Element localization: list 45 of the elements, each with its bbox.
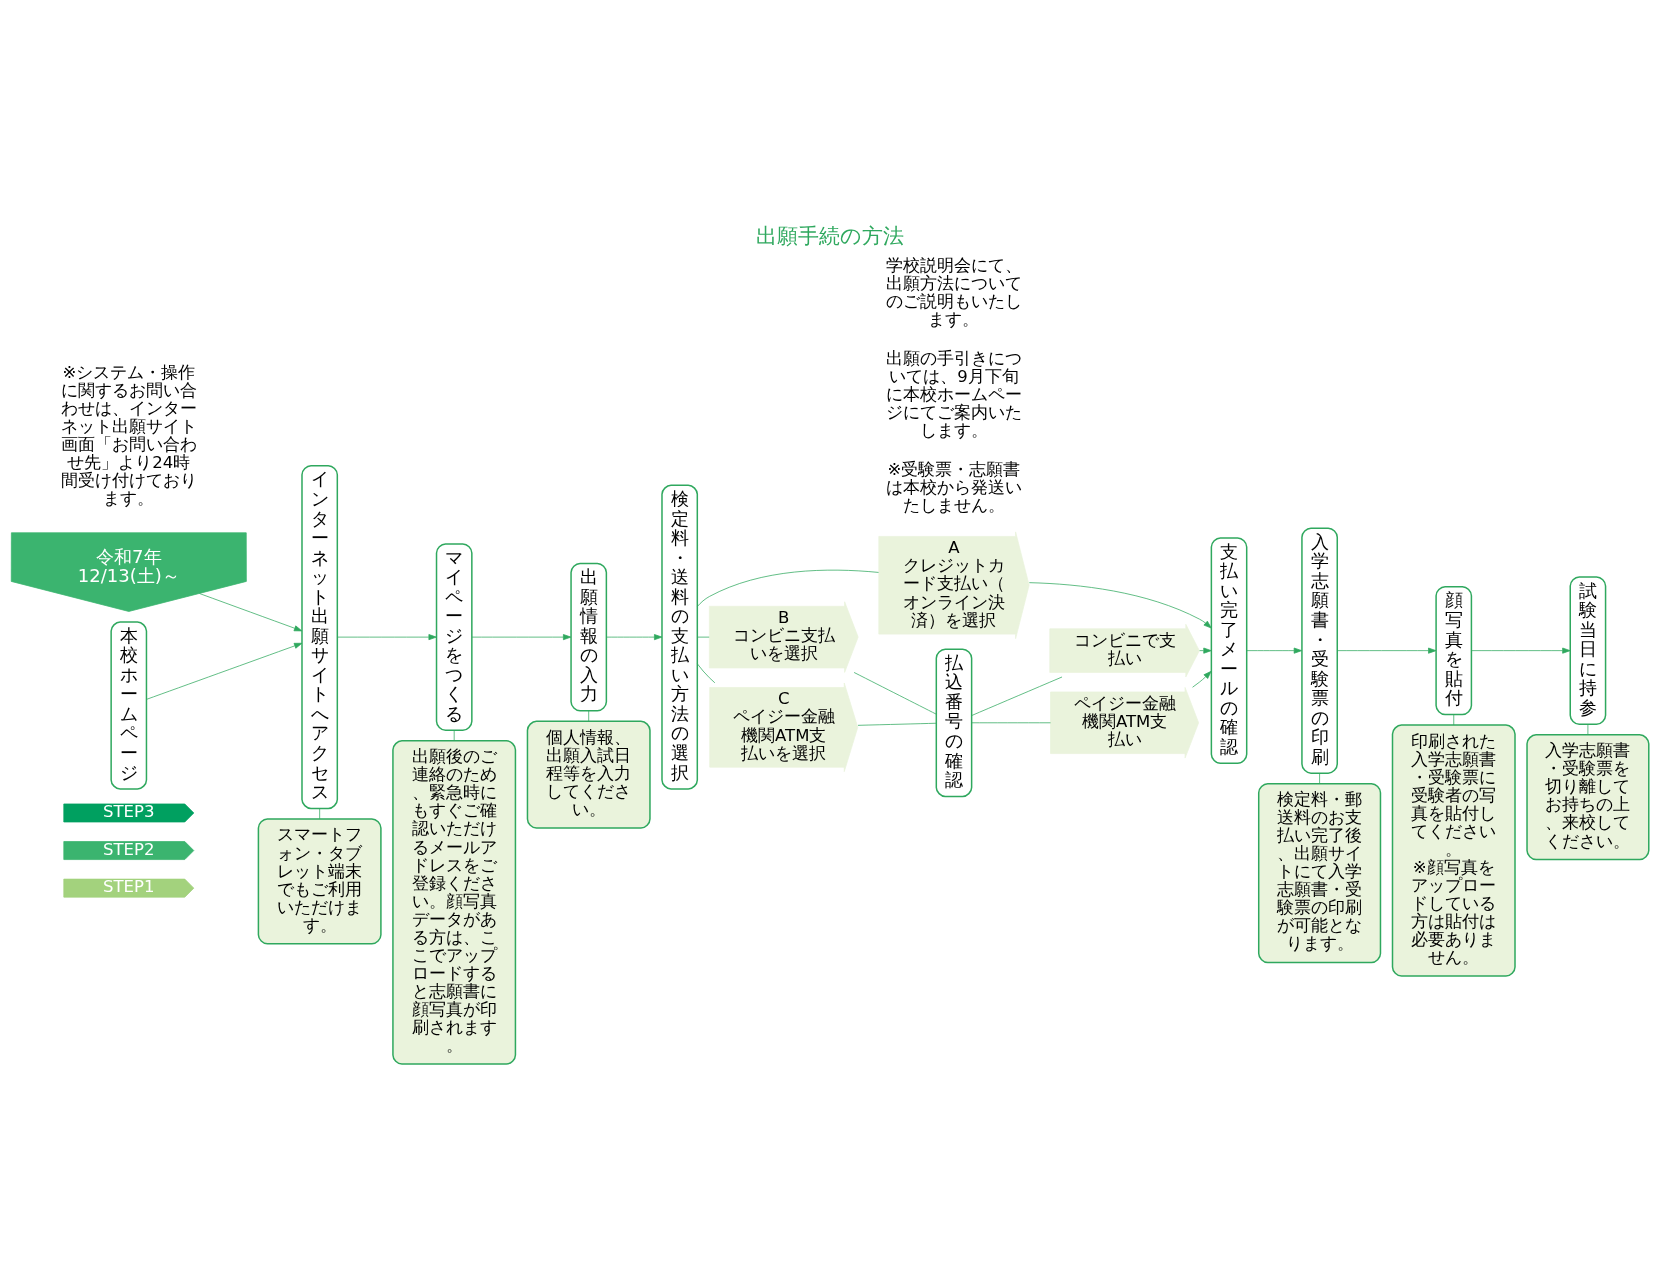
arrow xyxy=(471,633,572,640)
connector xyxy=(853,671,937,715)
node-box: 出願情報の入力 xyxy=(570,562,608,711)
connector xyxy=(1453,713,1455,725)
arrow xyxy=(1199,647,1212,654)
connector xyxy=(1319,772,1320,784)
node-box: 試験当日に持参 xyxy=(1569,575,1607,725)
connector xyxy=(697,569,879,607)
arrow xyxy=(1028,581,1212,628)
node-box: 入学志願書・受験票を切り離してお持ちの上、来校してください。 xyxy=(1526,733,1650,860)
connector xyxy=(971,676,1063,716)
node-box: 入学志願書・受験票の印刷 xyxy=(1301,526,1338,774)
connector xyxy=(588,710,590,722)
label: 出願の手引きについては、9月下旬に本校ホームページにてご案内いたします。 xyxy=(885,348,1022,440)
arrow xyxy=(1337,647,1437,654)
arrow xyxy=(146,642,303,700)
connector xyxy=(453,729,455,741)
label: ※受験票・志願書は本校から発送いたしません。 xyxy=(885,459,1022,515)
arrow xyxy=(606,633,663,640)
node-box: 本校ホームページ xyxy=(110,620,148,790)
connector xyxy=(696,662,716,683)
diagram-title: 出願手続の方法 xyxy=(756,222,904,248)
node-box: インターネット出願サイトへアクセス xyxy=(301,464,339,809)
node-box: 支払い完了メールの確認 xyxy=(1210,536,1248,764)
node-box: 検定料・郵送料のお支払い完了後、出願サイトにて入学志願書・受験票の印刷が可能となります。 xyxy=(1257,782,1382,963)
node-box: スマートフォン・タブレット端末でもご利用いただけます。 xyxy=(257,817,382,944)
node-box: 顔写真を貼付 xyxy=(1435,585,1473,715)
connector xyxy=(857,722,937,726)
label: 学校説明会にて、出願方法についてのご説明もいたします。 xyxy=(885,255,1022,329)
node-box: 払込番号の確認 xyxy=(935,647,973,797)
arrow xyxy=(337,633,437,640)
node-box: 出願後のご連絡のため、緊急時にもすぐご確認いただけるメールアドレスをご登録ください。顔写真データがある方は、ここでアップロードすると志願書に顔写真が印刷されます。 xyxy=(392,739,517,1065)
arrow xyxy=(1471,647,1571,654)
node-box: 印刷された入学志願書・受験票に受験者の写真を貼付してください。 ※顔写真をアップロードしている方は貼付は必要ありません。 xyxy=(1391,723,1516,977)
arrow xyxy=(1246,647,1303,654)
connector xyxy=(971,721,1051,723)
label: ※システム・操作に関するお問い合わせは、インターネット出願サイト画面「お問い合わせ先」より24時間受け付けております。 xyxy=(60,362,197,508)
arrow xyxy=(1192,670,1212,688)
node-box: マイページをつくる xyxy=(435,542,473,731)
connector xyxy=(696,636,710,637)
node-box: 個人情報、出願入試日程等を入力してください。 xyxy=(526,720,651,829)
arrow xyxy=(199,592,303,631)
node-box: 検定料・送料の支払い方法の選択 xyxy=(661,484,699,790)
connector xyxy=(1587,723,1589,735)
connector xyxy=(319,807,321,819)
